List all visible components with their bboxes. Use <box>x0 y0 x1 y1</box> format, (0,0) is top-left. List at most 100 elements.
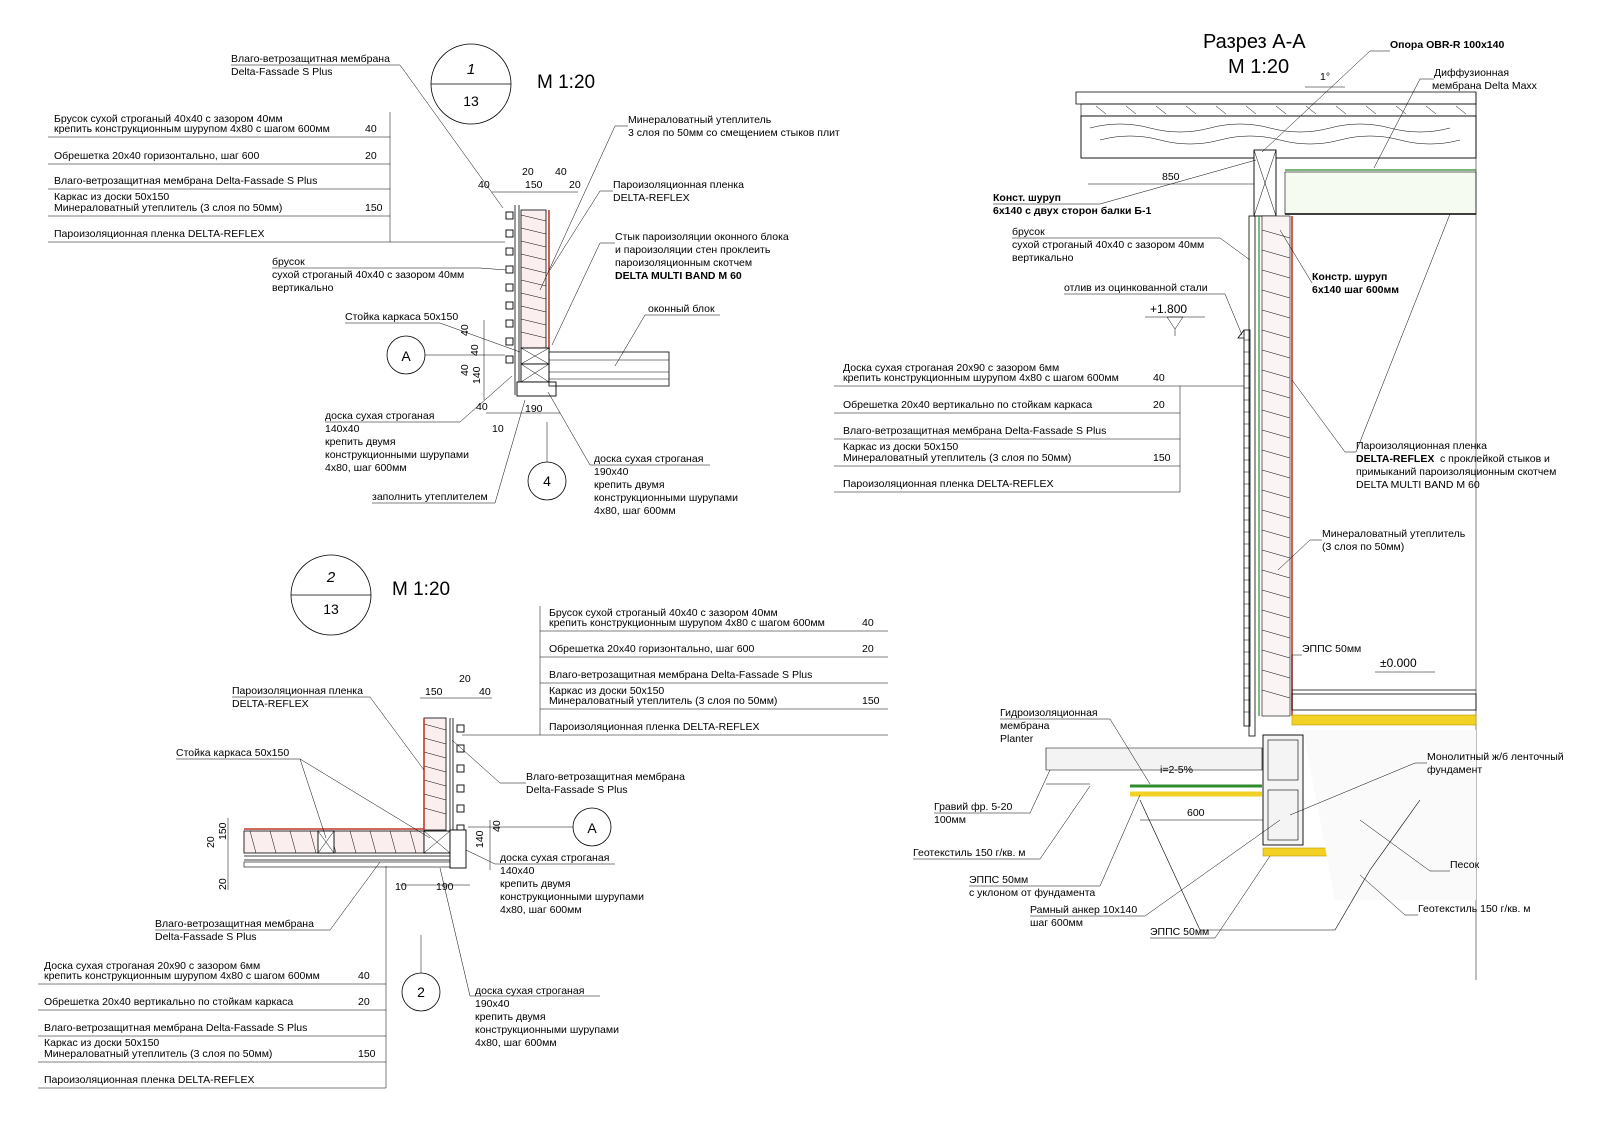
note-vapor-l2: DELTA-REFLEX <box>1356 453 1434 465</box>
detail-1-membrane-note-l2: Delta-Fassade S Plus <box>231 66 333 78</box>
layer-text: крепить конструкционным шурупом 4х80 с ш… <box>44 970 320 982</box>
note-vapor-l1: Пароизоляционная пленка <box>613 179 744 191</box>
detail-4-ref-label: 4 <box>543 473 551 489</box>
note-diffusion-l1: Диффузионная <box>1434 67 1509 79</box>
layer-text: Пароизоляционная пленка DELTA-REFLEX <box>843 478 1053 490</box>
note-membrane-l-l1: Влаго-ветрозащитная мембрана <box>155 918 314 930</box>
detail-1-wall <box>505 205 670 397</box>
section-wall <box>1237 149 1293 737</box>
detail-1-sheet: 13 <box>463 93 479 109</box>
detail-2-number: 2 <box>326 569 336 586</box>
note-hydro-l3: Planter <box>1000 733 1034 745</box>
note-anchor-l1: Рамный анкер 10х140 <box>1030 904 1137 916</box>
gravel-layer <box>1045 747 1263 771</box>
dim: 40 <box>459 324 471 336</box>
dim: 40 <box>491 820 503 832</box>
dim: 10 <box>492 423 504 435</box>
note-board140-l3: крепить двумя <box>325 436 396 448</box>
note-board140-l4: конструкционными шурупами <box>500 891 644 903</box>
dim: 40 <box>476 401 488 413</box>
layer-value: 20 <box>862 643 874 655</box>
layer-value: 150 <box>862 695 880 707</box>
layer-text: Минераловатный утеплитель (3 слоя по 50м… <box>549 695 777 707</box>
layer-value: 40 <box>358 970 370 982</box>
note-hydro-l2: мембрана <box>1000 720 1050 732</box>
note-brusok-l2: сухой строганый 40х40 с зазором 40мм <box>1012 239 1204 251</box>
roof-structure <box>1075 91 1477 980</box>
dim: 20 <box>522 166 534 178</box>
layer-text: Брусок сухой строганый 40х40 с зазором 4… <box>549 607 778 619</box>
note-board190-l4: конструкционными шурупами <box>475 1024 619 1036</box>
detail-1: 1 13 М 1:20 Влаго-ветрозащитная мембрана… <box>48 43 840 517</box>
note-joint-l3: пароизоляционным скотчем <box>615 257 752 269</box>
note-board140-l1: доска сухая строганая <box>500 852 609 864</box>
layer-value: 40 <box>365 123 377 135</box>
layer-text: Влаго-ветрозащитная мембрана Delta-Fassa… <box>549 669 812 681</box>
note-board190-l3: крепить двумя <box>475 1011 546 1023</box>
note-brusok-l1: брусок <box>272 256 305 268</box>
roof-insulation <box>1284 171 1477 215</box>
note-joint-l2: и пароизоляции стен проклеить <box>615 244 771 256</box>
note-membrane-l-l2: Delta-Fassade S Plus <box>155 931 257 943</box>
layer-text: Обрешетка 20х40 вертикально по стойкам к… <box>44 996 293 1008</box>
note-otliv: отлив из оцинкованной стали <box>1064 282 1208 294</box>
detail-1-reference-circle: 1 13 <box>430 43 512 125</box>
note-screw600-l2: 6х140 шаг 600мм <box>1312 284 1399 296</box>
note-board140-l4: конструкционными шурупами <box>325 449 469 461</box>
epps-floor <box>1291 714 1477 726</box>
note-board190-l1: доска сухая строганая <box>475 985 584 997</box>
layer-value: 40 <box>862 617 874 629</box>
dim: 150 <box>217 822 229 840</box>
note-board190-l2: 190х40 <box>475 998 510 1010</box>
section-a-label: A <box>401 348 411 364</box>
layer-text: Доска сухая строганая 20х90 с зазором 6м… <box>44 960 260 972</box>
dim: 40 <box>555 166 567 178</box>
wall-insulation <box>1261 215 1291 717</box>
detail-2-reference-circle: 2 13 <box>290 554 372 636</box>
layer-text: Брусок сухой строганый 40х40 с зазором 4… <box>54 113 283 125</box>
note-hydro-l1: Гидроизоляционная <box>1000 707 1098 719</box>
note-epps-bottom: ЭППС 50мм <box>1150 926 1209 938</box>
layer-text: Доска сухая строганая 20х90 с зазором 6м… <box>843 362 1059 374</box>
note-brusok-l1: брусок <box>1012 226 1045 238</box>
layer-text: крепить конструкционным шурупом 4х80 с ш… <box>843 372 1119 384</box>
layer-text: Обрешетка 20х40 вертикально по стойкам к… <box>843 399 1092 411</box>
note-board190-l5: 4х80, шаг 600мм <box>594 505 676 517</box>
note-board140-l5: 4х80, шаг 600мм <box>325 462 407 474</box>
dim: 40 <box>459 364 471 376</box>
dim: 40 <box>479 686 491 698</box>
note-fill: заполнить утеплителем <box>372 491 488 503</box>
layer-text: Влаго-ветрозащитная мембрана Delta-Fassa… <box>54 175 317 187</box>
note-screw600-l1: Констр. шуруп <box>1312 271 1387 283</box>
detail-2-sheet: 13 <box>323 601 339 617</box>
layer-value: 20 <box>365 150 377 162</box>
layer-text: Минераловатный утеплитель (3 слоя по 50м… <box>843 452 1071 464</box>
note-support: Опора OBR-R 100х140 <box>1390 39 1504 51</box>
layer-text: Каркас из доски 50х150 <box>54 191 169 203</box>
dim: 40 <box>478 179 490 191</box>
dim-850: 850 <box>1162 171 1180 183</box>
note-geo-left: Геотекстиль 150 г/кв. м <box>913 847 1026 859</box>
note-board190-l1: доска сухая строганая <box>594 453 703 465</box>
dim: 20 <box>459 673 471 685</box>
note-mineral-l1: Минераловатный утеплитель <box>628 114 772 126</box>
dim: 20 <box>217 878 229 890</box>
section-a-label: A <box>587 820 597 836</box>
section-aa-layer-list: Доска сухая строганая 20х90 с зазором 6м… <box>834 362 1244 493</box>
section-aa-title: Разрез А-А <box>1203 31 1306 53</box>
roof-slope: 1° <box>1320 71 1330 83</box>
note-brusok-l3: вертикально <box>272 282 334 294</box>
layer-text: Пароизоляционная пленка DELTA-REFLEX <box>44 1074 254 1086</box>
layer-text: Влаго-ветрозащитная мембрана Delta-Fassa… <box>44 1022 307 1034</box>
detail-1-scale: М 1:20 <box>537 72 595 93</box>
detail-2: 2 13 М 1:20 Брусок сухой строганый 40х40… <box>38 554 888 1089</box>
note-mineral-l1: Минераловатный утеплитель <box>1322 528 1466 540</box>
layer-value: 20 <box>358 996 370 1008</box>
detail-2-corner-wall <box>243 717 467 869</box>
leader-line <box>231 64 504 209</box>
detail-2-ref-label: 2 <box>417 984 425 1000</box>
note-vapor-l1: Пароизоляционная пленка <box>232 685 363 697</box>
note-vapor-l3: с проклейкой стыков и <box>1440 453 1550 465</box>
note-vapor-l2: DELTA-REFLEX <box>613 192 690 204</box>
